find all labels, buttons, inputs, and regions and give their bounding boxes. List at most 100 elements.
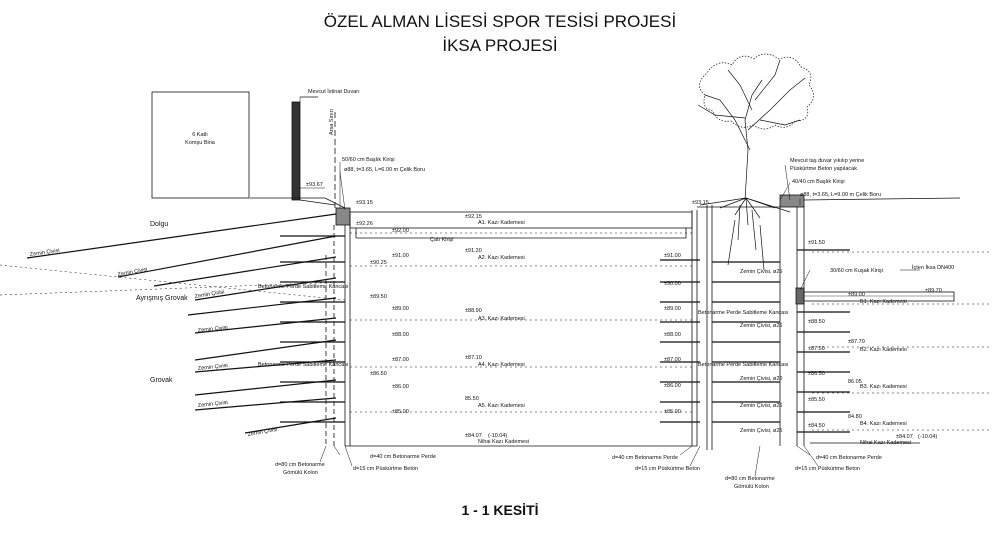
right-elev-91-50: ±91.50 bbox=[808, 240, 825, 246]
left-pile-note-1: d=80 cm Betonarme bbox=[275, 462, 325, 468]
right-inner-elev-5: ±86.00 bbox=[664, 383, 681, 389]
soil-nail-label-6: Zemin Çivisi bbox=[198, 400, 228, 409]
right-elev-84-80: 84.80 bbox=[848, 414, 862, 420]
left-elev-10: ±85.00 bbox=[392, 409, 409, 415]
sewer-label: İçten İksa DN400 bbox=[912, 264, 954, 271]
right-anchor-1: Zemin Çivisi, ø26 bbox=[740, 269, 782, 275]
left-cap-beam-label: 50/60 cm Başlık Kirişi bbox=[342, 157, 395, 163]
right-elev-86-50: ±86.50 bbox=[808, 371, 825, 377]
elev-93-15-right: ±93.15 bbox=[692, 200, 709, 206]
elev-93-67: ±93.67 bbox=[306, 182, 323, 188]
center-elev-91-20: ±91.20 bbox=[465, 248, 482, 254]
soil-nail-label-7: Zemin Çivisi bbox=[247, 427, 278, 438]
right-inner-elev-2: ±89.00 bbox=[664, 306, 681, 312]
stage-b4: B4. Kazı Kademesi bbox=[860, 421, 907, 427]
left-wall-note: d=40 cm Betonarme Perde bbox=[370, 454, 436, 460]
right-cap-beam-label: 40/40 cm Başlık Kirişi bbox=[792, 179, 845, 185]
property-line-label: Arsa Sınırı bbox=[329, 109, 335, 135]
left-soil-nails bbox=[26, 213, 337, 434]
building-label-1: 6 Katlı bbox=[192, 132, 208, 138]
left-elev-2: ±91.00 bbox=[392, 253, 409, 259]
center-elev-92-15: ±92.15 bbox=[465, 214, 482, 220]
right-inner-elev-1: ±90.00 bbox=[664, 281, 681, 287]
layer-fill: Dolgu bbox=[150, 221, 168, 228]
right-note-2: Püskürtme Beton yapılacak bbox=[790, 166, 857, 172]
right-inner-elev-0: ±91.00 bbox=[664, 253, 681, 259]
right-elev-89-70: ±89.70 bbox=[925, 288, 942, 294]
left-elev-1: ±92.00 bbox=[392, 228, 409, 234]
sewer-pipe bbox=[803, 291, 955, 302]
right-inner-elev-3: ±88.00 bbox=[664, 332, 681, 338]
retaining-wall-label: Mevcut İstinat Duvarı bbox=[308, 88, 360, 95]
belt-beam bbox=[795, 287, 805, 305]
right-hook-label-2: Betonarme Perde Sabitleme Kancası bbox=[698, 362, 789, 368]
elev-93-15-left: ±93.15 bbox=[356, 200, 373, 206]
stage-a2: A2. Kazı Kademesi bbox=[478, 255, 525, 261]
stage-b2: B2. Kazı Kademesi bbox=[860, 347, 907, 353]
left-elev-0: ±92.26 bbox=[356, 221, 373, 227]
roof-beam-label: Çatı Kirişi bbox=[430, 237, 454, 243]
left-pile-note-2: Gömülü Kolon bbox=[283, 470, 318, 476]
left-elev-9: ±86.00 bbox=[392, 384, 409, 390]
drawing-subtitle: İKSA PROJESİ bbox=[442, 36, 558, 55]
retaining-wall bbox=[291, 101, 301, 201]
right-elev-87-70: ±87.70 bbox=[848, 339, 865, 345]
right-pile-note-2: Gömülü Kolon bbox=[734, 484, 769, 490]
left-elev-6: ±88.00 bbox=[392, 332, 409, 338]
right-elev-89-00: ±89.00 bbox=[848, 292, 865, 298]
right-hook-label-1: Betonarme Perde Sabitleme Kancası bbox=[698, 310, 789, 316]
center-elev-87-10: ±87.10 bbox=[465, 355, 482, 361]
left-pipe-label: ø88, t=3.65, L=6.00 m Çelik Boru bbox=[344, 167, 425, 173]
soil-nail-label-1: Zemin Çivisi bbox=[29, 248, 59, 258]
stage-a1: A1. Kazı Kademesi bbox=[478, 220, 525, 226]
stage-b1: B1. Kazı Kademesi bbox=[860, 299, 907, 305]
right-pipe-label: ø88, t=3.65, L=9.00 m Çelik Boru bbox=[800, 192, 881, 198]
final-stage-right: Nihai Kazı Kademesi bbox=[860, 440, 911, 446]
right-cap-beam bbox=[779, 194, 805, 208]
center-elev-minus: (-10.04) bbox=[488, 433, 507, 439]
soil-nail-label-4: Zemin Çivisi bbox=[198, 325, 228, 334]
right-inner-elev-4: ±87.00 bbox=[664, 357, 681, 363]
right-elev-minus: (-10.04) bbox=[918, 434, 937, 440]
right-anchor-4: Zemin Çivisi, ø26 bbox=[740, 403, 782, 409]
center-elev-88-90: ±88.90 bbox=[465, 308, 482, 314]
soil-nail-label-2: Zemin Çivisi bbox=[117, 267, 148, 278]
belt-beam-label: 30/60 cm Kuşak Kirişi bbox=[830, 268, 883, 274]
left-elev-4: ±89.50 bbox=[370, 294, 387, 300]
left-cap-beam bbox=[335, 207, 351, 226]
stage-a3: A3. Kazı Kademesi bbox=[478, 316, 525, 322]
right-elev-88-50: ±88.50 bbox=[808, 319, 825, 325]
center-elev-84-07: ±84.07 bbox=[465, 433, 482, 439]
section-label: 1 - 1 KESİTİ bbox=[461, 502, 539, 518]
right-pile-note-1: d=80 cm Betonarme bbox=[725, 476, 775, 482]
left-hook-label-1: Betonarme Perde Sabitleme Kancası bbox=[258, 284, 349, 290]
right-inner-elev-6: ±85.00 bbox=[664, 409, 681, 415]
building-label-2: Komşu Bina bbox=[185, 140, 216, 146]
left-elev-5: ±89.00 bbox=[392, 306, 409, 312]
right-elev-87-50: ±87.50 bbox=[808, 346, 825, 352]
left-elev-7: ±87.00 bbox=[392, 357, 409, 363]
left-shotcrete-note: d=15 cm Püskürtme Beton bbox=[353, 466, 418, 472]
tree-icon bbox=[697, 53, 814, 271]
right-anchor-2: Zemin Çivisi, ø26 bbox=[740, 323, 782, 329]
drawing-title: ÖZEL ALMAN LİSESİ SPOR TESİSİ PROJESİ bbox=[323, 12, 677, 31]
right-shotcrete-note-outer: d=15 cm Püskürtme Beton bbox=[795, 466, 860, 472]
right-shotcrete-note-inner: d=15 cm Püskürtme Beton bbox=[635, 466, 700, 472]
soil-nail-label-5: Zemin Çivisi bbox=[198, 363, 228, 372]
left-hook-label-2: Betonarme Perde Sabitleme Kancası bbox=[258, 362, 349, 368]
stage-b3: B3. Kazı Kademesi bbox=[860, 384, 907, 390]
layer-gravel: Grovak bbox=[150, 377, 173, 384]
center-elev-85-50: 85.50 bbox=[465, 396, 479, 402]
stage-a4: A4. Kazı Kademesi bbox=[478, 362, 525, 368]
left-elev-3: ±90.25 bbox=[370, 260, 387, 266]
stage-a5: A5. Kazı Kademesi bbox=[478, 403, 525, 409]
right-wall-note-outer: d=40 cm Betonarme Perde bbox=[816, 455, 882, 461]
final-stage-center: Nihai Kazı Kademesi bbox=[478, 439, 529, 445]
right-elev-86-05: 86.05 bbox=[848, 379, 862, 385]
left-elev-8: ±86.50 bbox=[370, 371, 387, 377]
right-wall-note-inner: d=40 cm Betonarme Perde bbox=[612, 455, 678, 461]
right-note-1: Mevcut taş duvar yıkılıp yerine bbox=[790, 158, 864, 164]
right-elev-84-07: ±84.07 bbox=[896, 434, 913, 440]
neighbour-building bbox=[151, 91, 250, 199]
